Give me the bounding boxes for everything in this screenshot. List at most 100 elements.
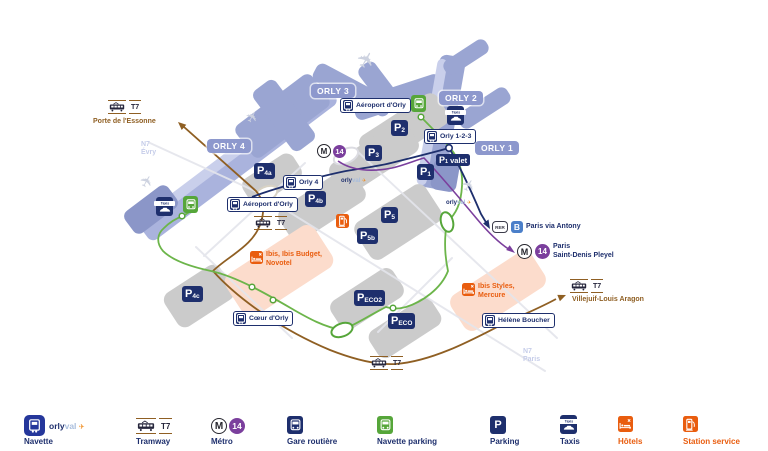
- station-label-helene-boucher: Hélène Boucher: [482, 313, 555, 328]
- hotel-bed-icon: [250, 251, 263, 264]
- legend-item-gare-routiere: [287, 416, 303, 434]
- legend-label-station-service: Station service: [683, 437, 740, 446]
- rer-b-destination: RER B Paris via Antony: [492, 221, 581, 233]
- metro-logo-icon: M: [211, 418, 227, 434]
- tram-icon: [236, 313, 246, 324]
- legend-label-taxis: Taxis: [560, 437, 580, 446]
- orlyval-logo: orlyval ✈: [341, 178, 367, 184]
- station-label-coeur-orly: Cœur d'Orly: [233, 311, 294, 326]
- orlyval-logo: orlyval ✈: [49, 420, 85, 431]
- station-name: Orly 4: [299, 179, 319, 186]
- station-name: Cœur d'Orly: [249, 315, 289, 322]
- station-label-orly-123: Orly 1-2-3: [424, 129, 477, 144]
- navette-parking-line: [157, 115, 464, 331]
- metro-14-line: [337, 157, 511, 251]
- orlyval-logo: orlyval ✈: [446, 200, 472, 206]
- navette-parking-bus-icon: [183, 196, 198, 213]
- metro-14-destination: M 14 Paris Saint-Denis Pleyel: [517, 243, 614, 260]
- station-label-aeroport-orly-mid: Aéroport d'Orly: [227, 197, 298, 212]
- tram-glyph-icon: [370, 356, 388, 370]
- tram-t7-icon: T7: [108, 100, 142, 114]
- tram-t7-arrow: [178, 122, 187, 130]
- road-label-n7-evry: N7 Évry: [141, 141, 157, 156]
- t7-line-label: T7: [275, 216, 288, 230]
- hotel-bed-icon: [462, 283, 475, 296]
- legend-item-taxis: Taxis: [557, 415, 580, 434]
- parking-p-glyph: P: [494, 419, 502, 431]
- rer-b-line-icon: B: [511, 221, 523, 233]
- station-label-aeroport-orly-top: Aéroport d'Orly: [340, 98, 411, 113]
- navette-parking-stops: [178, 113, 425, 312]
- train-icon: [427, 131, 437, 142]
- tram-icon: [485, 315, 495, 326]
- legend-label-tramway: Tramway: [136, 437, 171, 446]
- legend-item-tramway: T7: [136, 418, 173, 434]
- legend-item-metro: M 14: [211, 418, 245, 434]
- metro-logo-icon: M: [317, 144, 331, 158]
- station-label-orly-4: Orly 4: [283, 175, 324, 190]
- metro-line-14-badge: M 14: [317, 144, 346, 158]
- tram-icon: [230, 199, 240, 210]
- legend-item-hotels: [618, 416, 633, 432]
- line-14-icon: 14: [229, 418, 245, 434]
- tram-glyph-icon: [108, 100, 126, 114]
- tram-t7-icon: T7: [254, 216, 288, 230]
- orlyval-arrow: [483, 219, 490, 229]
- metro-logo-icon: M: [517, 244, 532, 259]
- legend-label-parking: Parking: [490, 437, 520, 446]
- tram-glyph-icon: [254, 216, 272, 230]
- train-icon: [343, 100, 353, 111]
- hotel-mercure-label: Ibis Styles, Mercure: [478, 283, 515, 299]
- station-name: Aéroport d'Orly: [356, 102, 406, 109]
- tram-t7-icon: T7: [570, 279, 604, 293]
- hotel-novotel-label: Ibis, Ibis Budget, Novotel: [266, 251, 323, 267]
- terminal-badge-orly4: ORLY 4: [207, 139, 252, 153]
- tram-stop-porte-essonne-label: Porte de l'Essonne: [93, 118, 156, 125]
- navette-train-icon: [24, 415, 45, 436]
- station-name: Hélène Boucher: [498, 317, 550, 324]
- tram-t7-arrow: [557, 294, 566, 302]
- legend-label-hotels: Hôtels: [618, 437, 643, 446]
- navette-parking-loop: [330, 321, 354, 339]
- line-14-icon: 14: [333, 144, 346, 158]
- station-name: Orly 1-2-3: [440, 133, 472, 140]
- taxi-icon: Taxis: [444, 106, 467, 125]
- tram-stop-villejuif-label: Villejuif-Louis Aragon: [572, 296, 644, 303]
- tram-t7-icon: T7: [370, 356, 404, 370]
- train-icon: [286, 177, 296, 188]
- gas-station-icon: [336, 214, 349, 228]
- t7-line-label: T7: [391, 356, 404, 370]
- orlyval-stop: [444, 144, 453, 153]
- legend-label-navette: Navette: [24, 437, 53, 446]
- terminal-badge-orly2: ORLY 2: [439, 91, 484, 105]
- legend-label-navette-parking: Navette parking: [377, 437, 438, 446]
- terminal-badge-orly1: ORLY 1: [475, 141, 520, 155]
- metro-14-arrow: [506, 245, 515, 253]
- legend-item-navette: orlyval ✈: [24, 415, 85, 436]
- tram-glyph-icon: [136, 418, 156, 434]
- navette-parking-bus-icon: [411, 95, 426, 112]
- road-label-n7-paris: N7 Paris: [523, 348, 541, 363]
- taxi-icon: Taxis: [153, 197, 176, 216]
- t7-line-label: T7: [591, 279, 604, 293]
- rer-logo-icon: RER: [492, 221, 508, 233]
- t7-line-label: T7: [129, 100, 142, 114]
- navette-parking-loop: [439, 211, 455, 233]
- tram-glyph-icon: [570, 279, 588, 293]
- legend-label-metro: Métro: [211, 437, 233, 446]
- legend-label-gare-routiere: Gare routière: [287, 437, 338, 446]
- terminal-badge-orly3: ORLY 3: [311, 84, 356, 98]
